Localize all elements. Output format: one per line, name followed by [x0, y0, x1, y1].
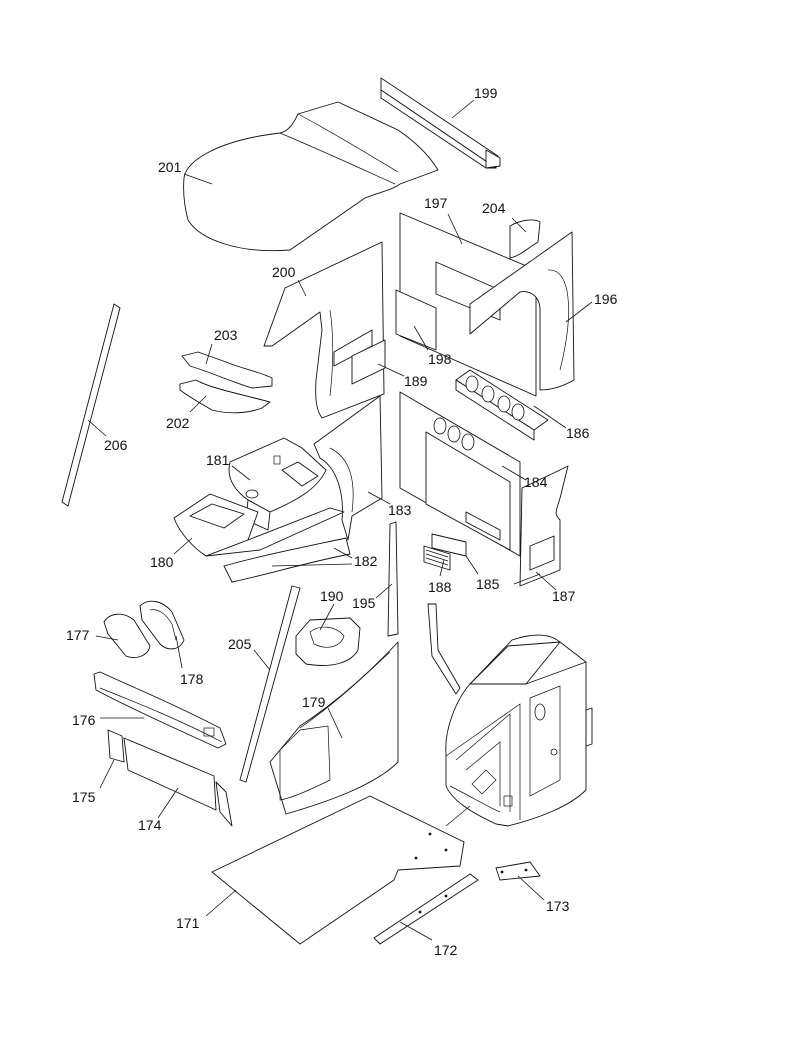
label-203: 203	[214, 327, 238, 343]
label-188: 188	[428, 579, 452, 595]
label-195: 195	[352, 595, 376, 611]
label-177: 177	[66, 627, 90, 643]
label-206: 206	[104, 437, 128, 453]
label-180: 180	[150, 554, 174, 570]
cab-assembly	[445, 634, 593, 827]
part-174	[123, 737, 233, 827]
label-171: 171	[176, 915, 200, 931]
label-176: 176	[72, 712, 96, 728]
part-188	[423, 545, 451, 571]
part-173	[495, 861, 541, 881]
label-186: 186	[566, 425, 590, 441]
label-172: 172	[434, 942, 458, 958]
part-196	[469, 231, 575, 391]
label-178: 178	[180, 671, 204, 687]
part-175	[107, 729, 125, 763]
label-182: 182	[354, 553, 378, 569]
part-199	[380, 77, 501, 169]
label-184: 184	[524, 474, 548, 490]
label-202: 202	[166, 415, 190, 431]
part-183	[313, 395, 383, 541]
part-179	[269, 641, 399, 815]
label-196: 196	[594, 291, 618, 307]
label-197: 197	[424, 195, 448, 211]
part-182	[223, 537, 351, 583]
part-172	[373, 873, 479, 945]
label-190: 190	[320, 588, 344, 604]
label-198: 198	[428, 351, 452, 367]
part-178	[139, 600, 185, 650]
part-189	[351, 339, 386, 385]
label-181: 181	[206, 452, 230, 468]
part-180	[173, 493, 345, 557]
label-185: 185	[476, 576, 500, 592]
part-203	[181, 351, 273, 389]
label-199: 199	[474, 85, 498, 101]
part-202	[179, 379, 271, 414]
trim-strip	[427, 603, 461, 695]
label-173: 173	[546, 898, 570, 914]
label-200: 200	[272, 264, 296, 280]
part-181	[228, 437, 327, 531]
part-187	[513, 465, 569, 587]
part-190	[295, 617, 361, 666]
part-201	[183, 101, 439, 252]
label-201: 201	[158, 159, 182, 175]
part-labels: 199 201 197 204 200 196 203 198 189 202 …	[66, 85, 618, 958]
part-177	[103, 613, 151, 658]
leader-lines	[87, 99, 593, 941]
label-175: 175	[72, 789, 96, 805]
part-186	[455, 369, 549, 441]
label-205: 205	[228, 636, 252, 652]
part-206	[61, 303, 121, 507]
part-204	[509, 219, 541, 259]
label-204: 204	[482, 200, 506, 216]
label-183: 183	[388, 502, 412, 518]
part-195	[387, 521, 399, 637]
part-198	[395, 289, 437, 351]
part-205	[239, 585, 301, 783]
part-176	[93, 671, 227, 749]
part-171	[211, 795, 465, 945]
label-174: 174	[138, 817, 162, 833]
label-179: 179	[302, 694, 326, 710]
part-184	[399, 391, 521, 557]
label-189: 189	[404, 373, 428, 389]
label-187: 187	[552, 588, 576, 604]
